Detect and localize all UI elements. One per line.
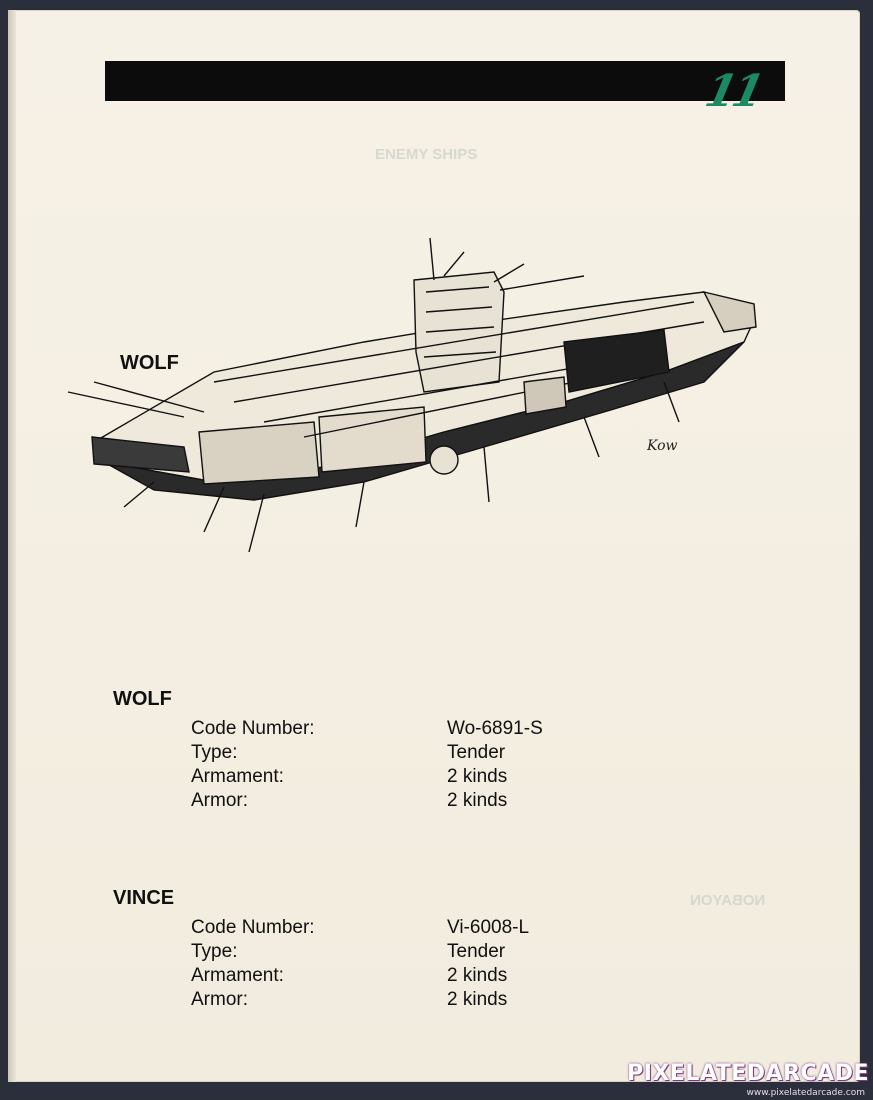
spec-row-type: Type: Tender (191, 940, 633, 964)
spec-value: Tender (447, 742, 506, 763)
spec-row-armor: Armor: 2 kinds (191, 988, 633, 1012)
spec-label: Code Number: (191, 917, 315, 938)
spec-label: Armament: (191, 965, 284, 986)
spec-value: 2 kinds (447, 766, 508, 787)
spec-row-code-number: Code Number: Wo-6891-S (191, 717, 633, 741)
watermark-url: www.pixelatedarcade.com (746, 1088, 865, 1098)
spec-row-code-number: Code Number: Vi-6008-L (191, 916, 633, 940)
spec-row-armament: Armament: 2 kinds (191, 765, 633, 789)
ship-name: WOLF (113, 688, 172, 710)
spec-label: Type: (191, 742, 238, 763)
spec-label: Armor: (191, 790, 248, 811)
spec-label: Type: (191, 941, 238, 962)
spec-row-armament: Armament: 2 kinds (191, 964, 633, 988)
show-through-heading: ENEMY SHIPS (375, 146, 478, 163)
spec-value: 2 kinds (447, 965, 508, 986)
header-bar (105, 61, 785, 101)
spec-value: 2 kinds (447, 989, 508, 1010)
watermark-logo: PIXELATEDARCADE (627, 1061, 869, 1086)
spec-value: Tender (447, 941, 506, 962)
spec-row-armor: Armor: 2 kinds (191, 789, 633, 813)
page-spine (8, 10, 16, 1082)
ship-spec-vince: VINCE Code Number: Vi-6008-L Type: Tende… (113, 887, 633, 1012)
ship-name: VINCE (113, 887, 175, 909)
spec-row-type: Type: Tender (191, 741, 633, 765)
illustration-caption: WOLF (120, 352, 179, 374)
show-through-ship-name: NOBAYON (690, 892, 766, 909)
spec-label: Code Number: (191, 718, 315, 739)
spec-value: Vi-6008-L (447, 917, 530, 938)
spec-value: 2 kinds (447, 790, 508, 811)
spec-value: Wo-6891-S (447, 718, 543, 739)
artist-signature: Kow (647, 438, 678, 454)
ship-spec-wolf: WOLF Code Number: Wo-6891-S Type: Tender… (113, 688, 633, 813)
wolf-ship-illustration (67, 237, 757, 553)
manual-page (8, 10, 860, 1082)
spec-label: Armament: (191, 766, 284, 787)
page-number: 11 (700, 66, 765, 117)
spec-label: Armor: (191, 989, 248, 1010)
